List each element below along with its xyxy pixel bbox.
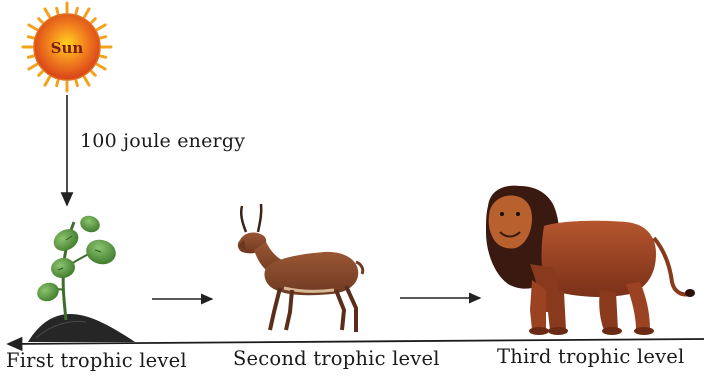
plant-illustration [28, 215, 135, 342]
first-trophic-level-label: First trophic level [6, 349, 187, 372]
sun-icon: Sun [21, 1, 113, 93]
sun-ray [43, 7, 51, 19]
second-trophic-level-label: Second trophic level [233, 347, 440, 370]
sun-ray [26, 54, 35, 59]
sun-ray [27, 63, 39, 71]
sun-ray [37, 70, 44, 77]
sun-ray [74, 6, 79, 15]
sun-ray [95, 23, 107, 31]
lion-illustration [486, 185, 695, 335]
sun-ray [99, 54, 108, 59]
sun-ray [27, 23, 39, 31]
trophic-axis-arrow [6, 336, 705, 352]
sun-ray [43, 75, 51, 87]
soil-mound [28, 314, 135, 342]
deer-illustration [237, 203, 365, 332]
energy-label: 100 joule energy [80, 130, 246, 152]
sun-ray [74, 79, 79, 88]
sun-ray [99, 35, 108, 40]
sun-ray [55, 6, 60, 15]
sun-ray [26, 35, 35, 40]
sun-ray [83, 75, 91, 87]
sun-ray [95, 63, 107, 71]
sun-ray [90, 17, 97, 24]
sun-ray [90, 70, 97, 77]
sun-ray [37, 17, 44, 24]
sun-ray [83, 7, 91, 19]
third-trophic-level-label: Third trophic level [497, 345, 685, 368]
sun-ray [55, 79, 60, 88]
sun-label: Sun [51, 39, 84, 57]
